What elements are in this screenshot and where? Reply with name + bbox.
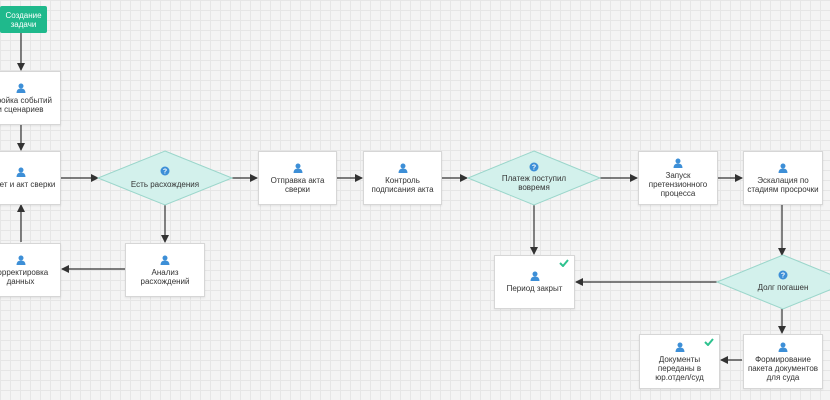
decision-label-payment: Платеж поступил вовремя	[501, 174, 567, 192]
task-claim-start[interactable]: Запуск претензионного процесса	[638, 151, 718, 205]
task-label: Запуск претензионного процесса	[648, 171, 708, 198]
person-icon	[778, 342, 788, 352]
svg-text:?: ?	[781, 273, 785, 280]
decision-discrepancy[interactable]	[96, 150, 234, 206]
task-docs-transferred[interactable]: Документы переданы в юр.отдел/суд	[639, 334, 720, 389]
task-label: Период закрыт	[506, 284, 563, 293]
person-icon	[16, 83, 25, 93]
svg-text:?: ?	[532, 165, 536, 172]
check-icon	[704, 338, 714, 346]
task-label: Отправка акта сверки	[270, 175, 325, 194]
task-label: Отчет и акт сверки	[0, 180, 56, 189]
task-send-act[interactable]: Отправка акта сверки	[258, 151, 337, 205]
task-correction[interactable]: Корректировка данных	[0, 243, 61, 297]
decision-payment-on-time[interactable]	[466, 150, 602, 206]
decision-label-debt: Долг погашен	[757, 283, 809, 292]
task-label: Анализ расхождений	[140, 267, 190, 286]
decision-debt-paid[interactable]	[715, 254, 830, 310]
task-analysis[interactable]: Анализ расхождений	[125, 243, 205, 297]
svg-text:?: ?	[163, 169, 167, 176]
task-period-closed[interactable]: Период закрыт	[494, 255, 575, 309]
start-node[interactable]: Создание задачи	[0, 6, 47, 33]
person-icon	[675, 342, 684, 352]
question-icon: ?	[160, 166, 170, 176]
task-label: Эскалация по стадиям просрочки	[747, 175, 819, 194]
person-icon	[673, 158, 683, 168]
task-setup-events[interactable]: стройка событий и сценариев	[0, 71, 61, 125]
task-label: Контроль подписания акта	[371, 175, 434, 194]
task-package-forming[interactable]: Формирование пакета документов для суда	[743, 334, 823, 389]
task-label: Формирование пакета документов для суда	[747, 354, 819, 382]
person-icon	[530, 271, 539, 281]
person-icon	[160, 255, 170, 265]
start-node-label: Создание задачи	[5, 10, 42, 29]
task-escalation[interactable]: Эскалация по стадиям просрочки	[743, 151, 823, 205]
person-icon	[16, 167, 25, 177]
question-icon: ?	[778, 270, 788, 280]
task-label: Корректировка данных	[0, 267, 49, 286]
person-icon	[16, 255, 25, 265]
task-control-sign[interactable]: Контроль подписания акта	[363, 151, 442, 205]
task-label: Документы переданы в юр.отдел/суд	[655, 354, 704, 382]
person-icon	[398, 163, 407, 173]
person-icon	[293, 163, 302, 173]
task-report-act[interactable]: Отчет и акт сверки	[0, 151, 61, 205]
person-icon	[778, 163, 788, 173]
question-icon: ?	[529, 162, 539, 172]
check-icon	[559, 259, 569, 267]
task-label: стройка событий и сценариев	[0, 95, 52, 114]
decision-label-discrepancy: Есть расхождения	[130, 180, 200, 189]
